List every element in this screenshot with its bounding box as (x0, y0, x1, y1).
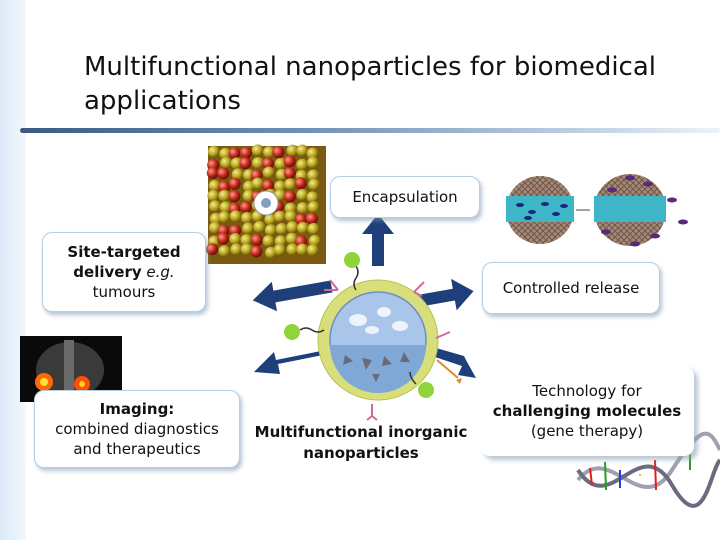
technology-line2: challenging molecules (492, 402, 682, 420)
imaging-box: Imaging: combined diagnostics and therap… (34, 390, 240, 468)
porous-material-image (206, 144, 326, 264)
imaging-line1: Imaging: (99, 400, 175, 418)
release-particles-image (506, 174, 688, 247)
site-targeted-italic: e.g. (141, 263, 175, 281)
technology-line1: Technology for (532, 382, 642, 400)
center-label: Multifunctional inorganic nanoparticles (250, 422, 472, 464)
site-targeted-bold: delivery (73, 263, 142, 281)
encapsulation-box: Encapsulation (330, 176, 480, 218)
controlled-release-label: Controlled release (502, 279, 640, 297)
background-band (0, 0, 26, 540)
imaging-line2: combined diagnostics (55, 420, 219, 438)
site-targeted-line2: delivery e.g. (43, 262, 205, 282)
center-label-line1: Multifunctional inorganic (254, 423, 468, 441)
page-title: Multifunctional nanoparticles for biomed… (84, 52, 656, 116)
center-label-line2: nanoparticles (303, 444, 419, 462)
title-divider (20, 128, 720, 133)
imaging-line3: and therapeutics (73, 440, 201, 458)
technology-line3: (gene therapy) (530, 422, 644, 440)
site-targeted-box: Site-targeted delivery e.g. tumours (42, 232, 206, 312)
site-targeted-line3: tumours (92, 283, 156, 301)
nanoparticle-illustration (284, 252, 462, 421)
site-targeted-line1: Site-targeted (67, 243, 181, 261)
encapsulation-label: Encapsulation (352, 188, 458, 206)
controlled-release-box: Controlled release (482, 262, 660, 314)
dna-helix-image (576, 431, 720, 508)
technology-box: Technology for challenging molecules (ge… (480, 366, 694, 456)
